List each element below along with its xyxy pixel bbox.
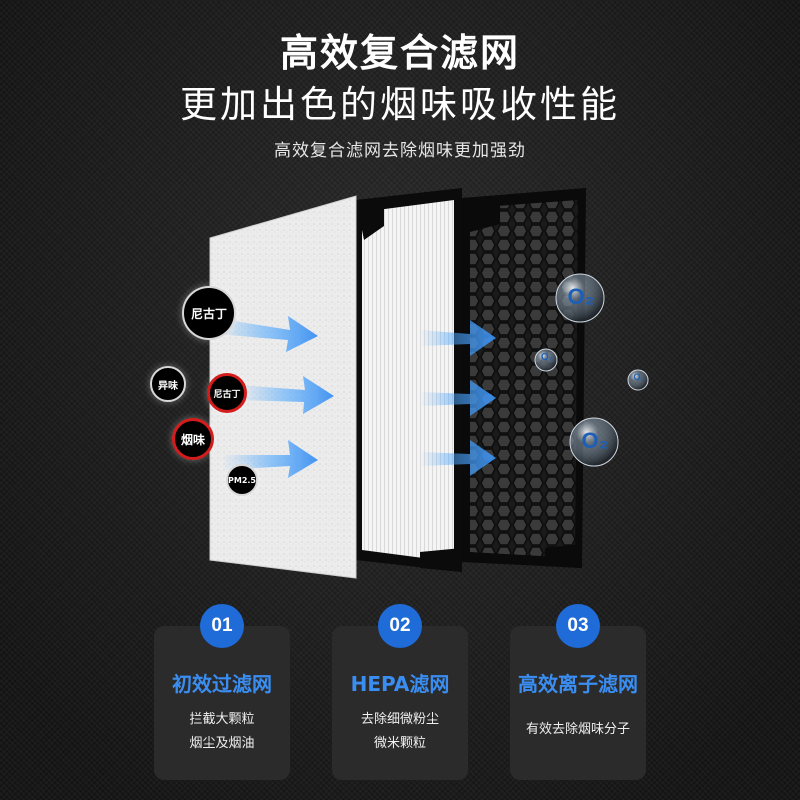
feature-title-1: 初效过滤网 [172, 672, 272, 696]
particle-odor: 异味 [150, 366, 186, 402]
feature-card-3 [510, 626, 646, 780]
feature-card-1 [154, 626, 290, 780]
feature-desc-1-line2: 烟尘及烟油 [189, 736, 255, 751]
feature-number-1: 01 [200, 604, 244, 648]
feature-desc-1: 拦截大颗粒 烟尘及烟油 [132, 708, 312, 756]
particle-nicotine-large: 尼古丁 [182, 286, 236, 340]
feature-number-3: 03 [556, 604, 600, 648]
particle-pm25: PM2.5 [226, 464, 258, 496]
oxygen-label-4: O₂ [581, 428, 609, 453]
feature-title-3: 高效离子滤网 [518, 672, 638, 696]
oxygen-label-1: O₂ [567, 284, 595, 309]
main-title: 高效复合滤网 [279, 31, 520, 75]
main-subtitle-headline: 更加出色的烟味吸收性能 [180, 83, 620, 126]
feature-card-2 [332, 626, 468, 780]
feature-desc-1-line1: 拦截大颗粒 [189, 712, 255, 727]
feature-desc-3-line1: 有效去除烟味分子 [525, 722, 630, 737]
particle-nicotine-small: 尼古丁 [207, 373, 247, 413]
particle-smoke: 烟味 [172, 418, 214, 460]
feature-desc-2-line1: 去除细微粉尘 [360, 712, 439, 727]
feature-desc-2-line2: 微米颗粒 [373, 736, 426, 751]
feature-number-2: 02 [378, 604, 422, 648]
oxygen-label-2: O₂ [540, 352, 554, 363]
hepa-filter-panel [356, 188, 462, 572]
oxygen-bubbles [534, 273, 649, 467]
feature-title-2: HEPA滤网 [350, 672, 450, 696]
feature-desc-2: 去除细微粉尘 微米颗粒 [310, 708, 490, 756]
tagline: 高效复合滤网去除烟味更加强劲 [274, 141, 526, 161]
ion-filter-panel [462, 188, 586, 568]
oxygen-label-3: O₂ [633, 372, 645, 382]
feature-desc-3: 有效去除烟味分子 [488, 718, 668, 742]
